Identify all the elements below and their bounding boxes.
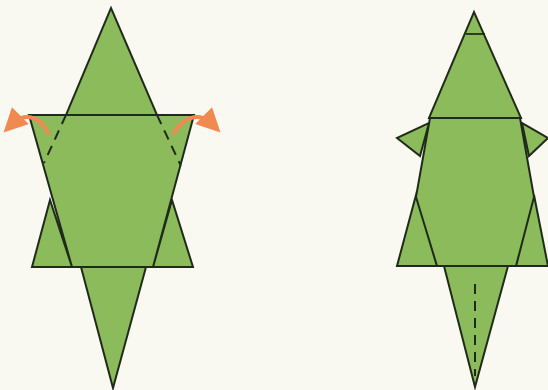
right-point: [520, 121, 548, 158]
valley-fold-line-left: [43, 114, 67, 164]
step-before-fold: [3, 5, 221, 390]
left-point: [395, 121, 431, 158]
fold-arrow-left: [3, 107, 50, 135]
top-triangle: [64, 5, 159, 116]
step-after-fold: [395, 9, 548, 390]
top-triangle: [427, 9, 523, 119]
bottom-tail: [79, 266, 148, 390]
hexagon-body: [414, 117, 536, 267]
trapezoid-body: [27, 114, 196, 268]
valley-fold-line-right: [156, 114, 182, 167]
fold-arrow-right: [172, 107, 221, 135]
left-side-flap: [30, 196, 74, 268]
